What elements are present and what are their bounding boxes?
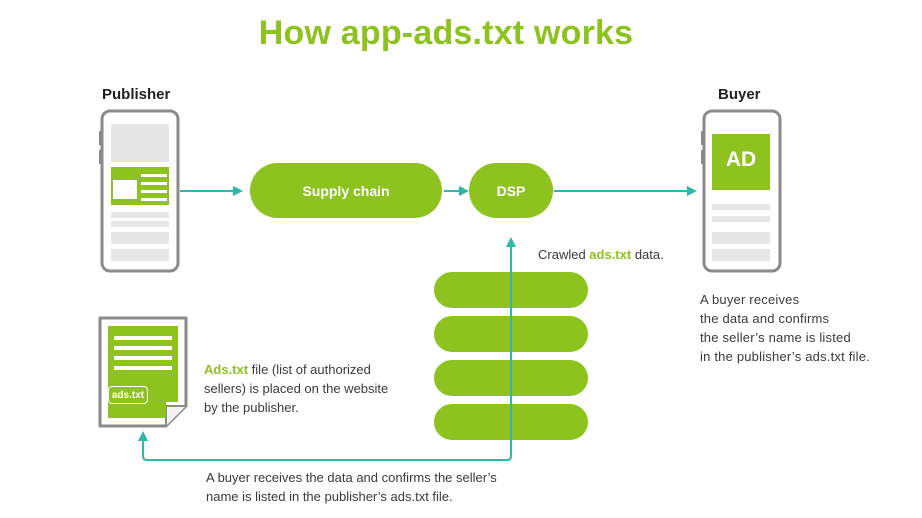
bottom-note-line: A buyer receives the data and confirms t… bbox=[206, 470, 497, 485]
buyer-label: Buyer bbox=[718, 86, 761, 103]
dsp-node: DSP bbox=[469, 163, 553, 218]
buyer-note: A buyer receives the data and confirms t… bbox=[700, 290, 870, 366]
bottom-note: A buyer receives the data and confirms t… bbox=[206, 468, 497, 506]
file-note-highlight: Ads.txt bbox=[204, 362, 249, 377]
file-note-line: file (list of authorized bbox=[248, 362, 371, 377]
file-note: Ads.txt file (list of authorized sellers… bbox=[204, 360, 388, 417]
ads-txt-file-icon bbox=[98, 316, 188, 428]
file-note-line: by the publisher. bbox=[204, 400, 299, 415]
crawl-note-highlight: ads.txt bbox=[589, 247, 632, 262]
buyer-note-line: the seller’s name is listed bbox=[700, 330, 851, 345]
buyer-note-line: the data and confirms bbox=[700, 311, 830, 326]
crawl-note-prefix: Crawled bbox=[538, 247, 590, 262]
crawler-connector-line bbox=[510, 272, 512, 440]
ad-label: AD bbox=[725, 148, 757, 171]
bottom-note-line: name is listed in the publisher’s ads.tx… bbox=[206, 489, 453, 504]
buyer-note-line: A buyer receives bbox=[700, 292, 800, 307]
publisher-label: Publisher bbox=[102, 86, 171, 103]
buyer-note-line: in the publisher’s ads.txt file. bbox=[700, 349, 870, 364]
buyer-phone-icon bbox=[701, 109, 782, 273]
diagram-title: How app-ads.txt works bbox=[258, 14, 634, 52]
publisher-phone-icon bbox=[99, 109, 180, 273]
ads-txt-tag: ads.txt bbox=[108, 386, 148, 404]
file-note-line: sellers) is placed on the website bbox=[204, 381, 389, 396]
arrow-crawler-to-file bbox=[138, 431, 512, 461]
supply-chain-node: Supply chain bbox=[250, 163, 442, 218]
crawl-note-suffix: data. bbox=[631, 247, 664, 262]
crawl-note: Crawled ads.txt data. bbox=[538, 245, 664, 264]
